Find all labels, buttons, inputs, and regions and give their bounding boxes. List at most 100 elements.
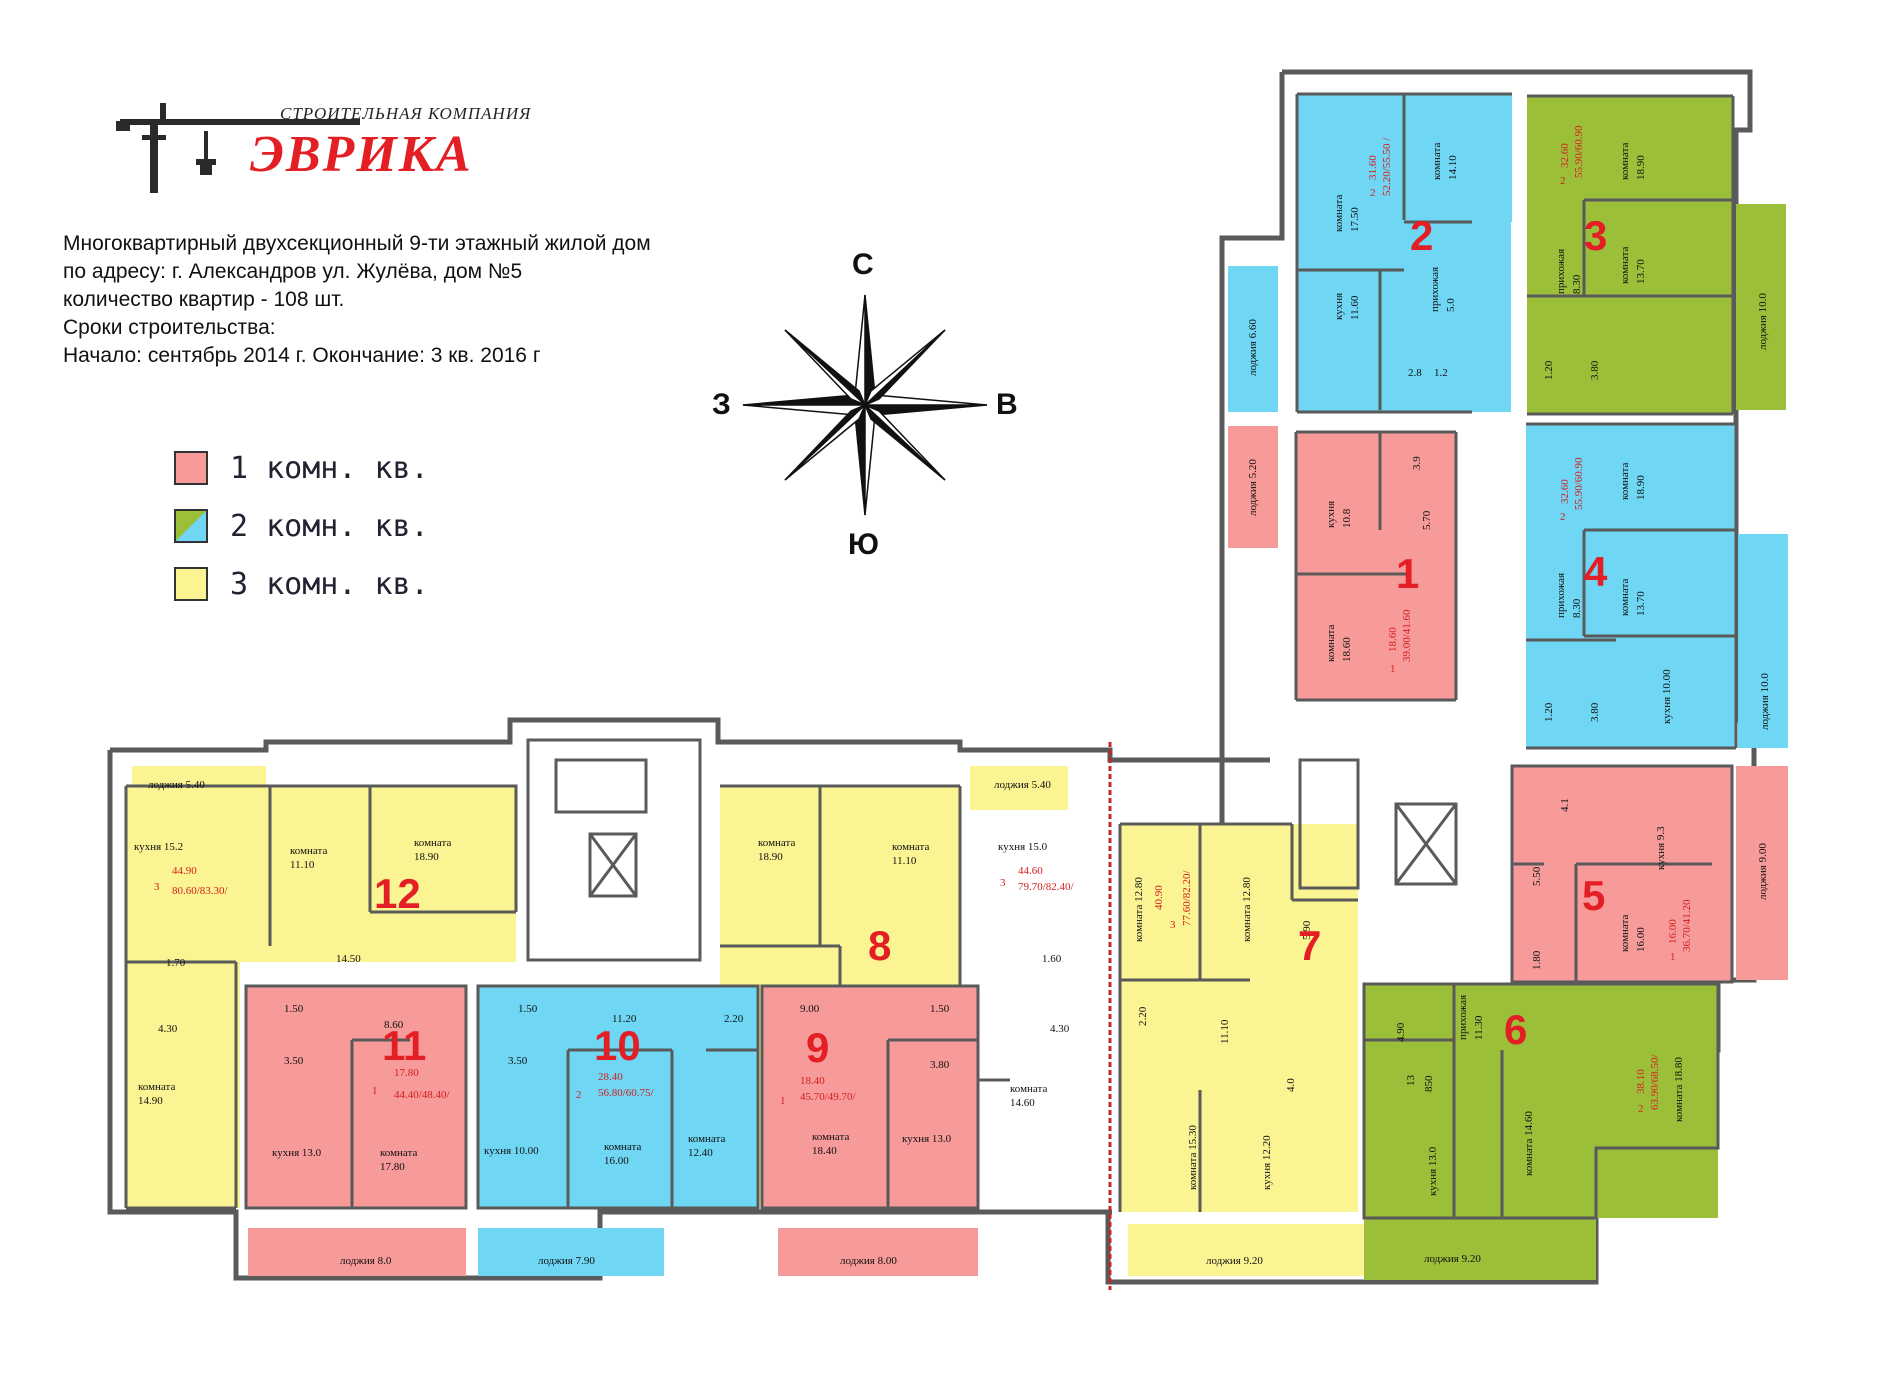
apartment-number: 12: [374, 870, 421, 917]
apartment-7[interactable]: комната 12.80 комната 12.80 5.90 2.20 11…: [1118, 822, 1364, 1276]
room-label: 12.40: [688, 1147, 713, 1159]
apartment-number: 11: [382, 1022, 426, 1069]
info-line: количество квартир - 108 шт.: [63, 288, 345, 311]
apartment-number: 1: [1396, 550, 1419, 597]
room-label: 8.60: [384, 1019, 404, 1031]
room-label: кухня 13.0: [1427, 1146, 1439, 1196]
room-label: 13.70: [1635, 591, 1647, 616]
legend-swatch: [174, 451, 208, 485]
apartment-total-area: 39.00/41.60: [1401, 609, 1413, 662]
room-label: комната: [1325, 625, 1337, 662]
room-label: 2.8: [1408, 367, 1422, 379]
loggia-ap1: лоджия 5.20: [1228, 426, 1278, 548]
room-label: 18.90: [1635, 475, 1647, 500]
apartment-total-area: 36.70/41.20: [1681, 899, 1693, 952]
loggia-label: лоджия 8.0: [340, 1255, 392, 1267]
legend: 1 комн. кв. 2 комн. кв. 3 комн. кв.: [174, 442, 429, 616]
compass-rose-icon: [742, 294, 988, 516]
room-label: 11.10: [892, 855, 917, 867]
apartment-living-area: 44.60: [1018, 865, 1043, 877]
apartment-rooms: 2: [1370, 187, 1376, 199]
apartment-living-area: 31.60: [1367, 155, 1379, 180]
apartment-rooms: 3: [1000, 877, 1006, 889]
room-label: комната: [380, 1147, 417, 1159]
room-label: комната 15.30: [1187, 1125, 1199, 1190]
room-label: 5.70: [1421, 510, 1433, 530]
room-label: 1.50: [518, 1003, 538, 1015]
apartment-number: 9: [806, 1024, 829, 1071]
compass-south: Ю: [848, 528, 879, 561]
room-label: 11.60: [1349, 295, 1361, 320]
apartment-6[interactable]: прихожая 11.30 комната 18.80 комната 14.…: [1362, 982, 1720, 1280]
apartment-4[interactable]: комната 18.90 прихожая 8.30 комната 13.7…: [1526, 422, 1738, 750]
room-label: комната: [1333, 195, 1345, 232]
compass-west: З: [712, 388, 731, 421]
room-label: 1.50: [284, 1003, 304, 1015]
room-label: комната 12.80: [1241, 877, 1253, 942]
legend-swatch: [174, 509, 208, 543]
room-label: 18.90: [414, 851, 439, 863]
apartment-2[interactable]: комната 17.50 комната 14.10 кухня 11.60 …: [1295, 92, 1512, 414]
apartment-rooms: 2: [1560, 511, 1566, 523]
room-label: 10.8: [1341, 508, 1353, 528]
room-label: комната: [1619, 579, 1631, 616]
info-line: по адресу: г. Александров ул. Жулёва, до…: [63, 260, 523, 283]
apartment-rooms: 1: [372, 1085, 378, 1097]
apartment-9[interactable]: 9.00 1.50 3.80 комната 18.40 кухня 13.0 …: [760, 984, 980, 1276]
apartment-rooms: 1: [780, 1095, 786, 1107]
room-label: 3.9: [1411, 456, 1423, 470]
apartment-living-area: 32.60: [1559, 143, 1571, 168]
room-label: 1.50: [930, 1003, 950, 1015]
apartment-total-area: 52.20/55.50 /: [1381, 137, 1393, 196]
stair-core-right: [1298, 758, 1458, 890]
apartment-12[interactable]: кухня 15.2 комната 11.10 комната 18.90 1…: [124, 766, 518, 1210]
room-label: прихожая: [1457, 995, 1469, 1040]
room-label: кухня 15.0: [998, 841, 1048, 853]
room-label: комната: [414, 837, 451, 849]
room-label: 16.00: [604, 1155, 629, 1167]
apartment-total-area: 80.60/83.30/: [172, 885, 229, 897]
apartment-rooms: 1: [1670, 951, 1676, 963]
apartment-living-area: 38.10: [1635, 1069, 1647, 1094]
legend-label: 2 комн. кв.: [230, 508, 429, 544]
apartment-number: 7: [1298, 922, 1321, 969]
room-label: кухня 13.0: [902, 1133, 952, 1145]
room-label: 1.20: [1543, 702, 1555, 722]
room-label: комната: [138, 1081, 175, 1093]
room-label: 4.0: [1285, 1078, 1297, 1092]
room-label: 11.10: [290, 859, 315, 871]
apartment-3[interactable]: комната 18.90 прихожая 8.30 комната 13.7…: [1527, 94, 1735, 416]
apartment-1[interactable]: кухня 10.8 комната 18.60 5.70 3.9 1 18.6…: [1294, 430, 1458, 702]
apartment-number: 8: [868, 922, 891, 969]
apartment-number: 6: [1504, 1006, 1527, 1053]
apartment-number: 3: [1584, 212, 1607, 259]
loggia-label: лоджия 5.20: [1247, 459, 1259, 516]
legend-item-1-room: 1 комн. кв.: [174, 442, 429, 494]
loggia-ap4: лоджия 10.0: [1738, 534, 1788, 748]
loggia-label: лоджия 8.00: [840, 1255, 897, 1267]
room-label: 1.80: [1531, 950, 1543, 970]
room-label: кухня 10.00: [484, 1145, 539, 1157]
room-label: 4.30: [1050, 1023, 1070, 1035]
apartment-total-area: 44.40/48.40/: [394, 1089, 451, 1101]
apartment-5[interactable]: кухня 9.3 комната 16.00 5.50 4.1 1.80 ло…: [1510, 764, 1788, 984]
room-label: комната: [688, 1133, 725, 1145]
room-label: 8.30: [1571, 274, 1583, 294]
crane-icon: [116, 103, 360, 193]
building-info: Многоквартирный двухсекционный 9-ти этаж…: [63, 230, 651, 370]
room-label: 3.50: [284, 1055, 304, 1067]
apartment-rooms: 2: [576, 1089, 582, 1101]
apartment-10[interactable]: 11.20 2.20 1.50 3.50 кухня 10.00 комната…: [476, 984, 760, 1276]
loggia-label: лоджия 5.40: [148, 779, 205, 791]
room-label: 1.70: [166, 957, 186, 969]
room-label: 1.2: [1434, 367, 1448, 379]
room-label: комната 14.60: [1523, 1111, 1535, 1176]
room-label: прихожая: [1555, 573, 1567, 618]
room-label: 3.50: [508, 1055, 528, 1067]
apartment-living-area: 18.60: [1387, 627, 1399, 652]
room-label: 9.00: [800, 1003, 820, 1015]
loggia-label: лоджия 9.20: [1424, 1253, 1481, 1265]
apartment-11[interactable]: 1.50 3.50 8.60 кухня 13.0 комната 17.80 …: [244, 984, 468, 1276]
room-label: 13: [1405, 1075, 1417, 1087]
